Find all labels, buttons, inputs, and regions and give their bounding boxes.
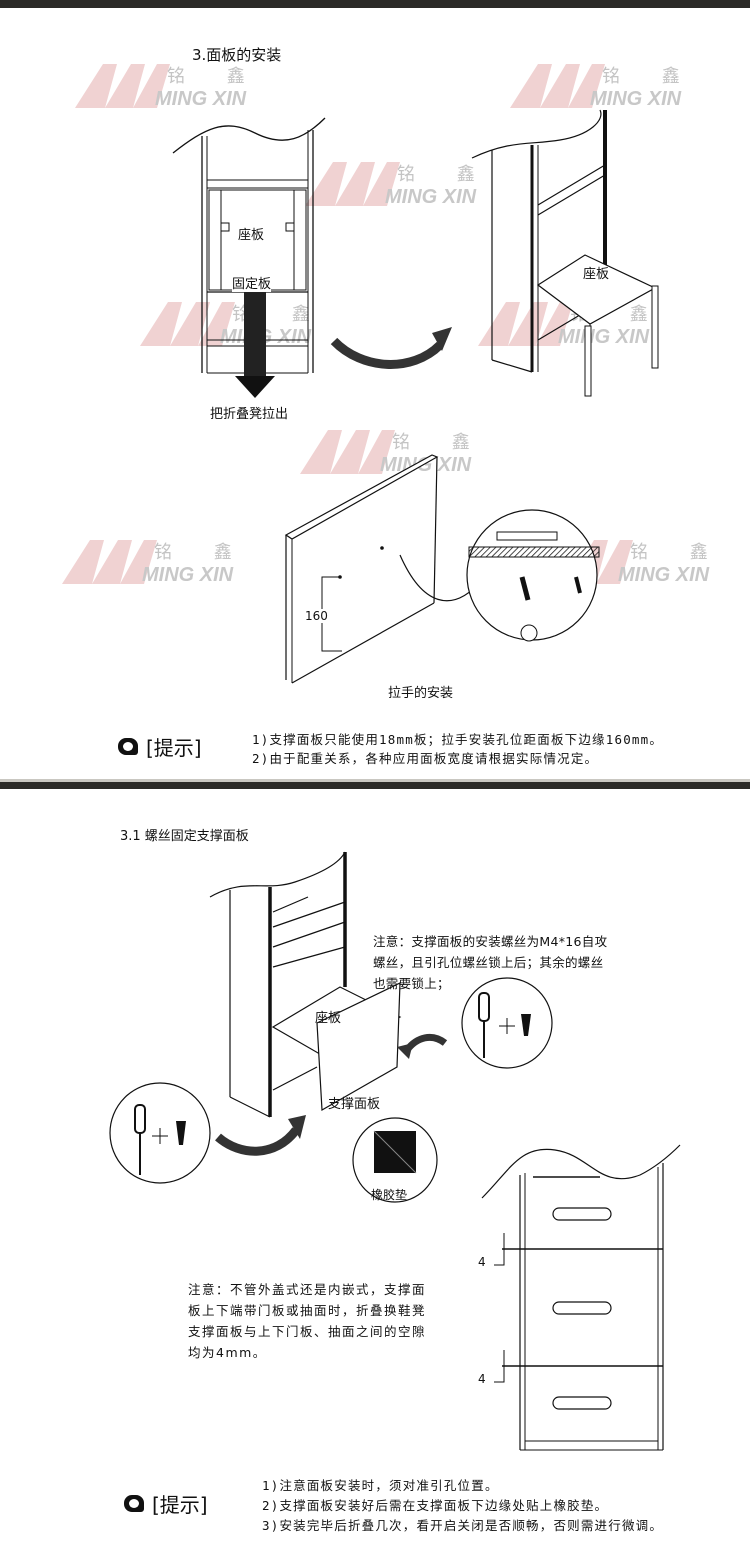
rubber-pad-detail [352,1117,438,1203]
note-line: 板上下端带门板或抽面时，折叠换鞋凳 [188,1303,427,1318]
mingxin-logo-icon [510,64,605,108]
drawer-cabinet-diagram [481,1144,681,1451]
tip-line: 3)安装完毕后折叠几次，看开启关闭是否顺畅，否则需进行微调。 [262,1518,664,1533]
gap-label: 4 [478,1255,486,1269]
tip-line: 2)由于配重关系，各种应用面板宽度请根据实际情况定。 [252,751,599,766]
note-line: 也需要锁上； [373,976,450,991]
curved-arrow-icon [330,327,452,369]
note-line: 支撑面板与上下门板、抽面之间的空隙 [188,1324,427,1339]
tips-title: [提示] [146,736,202,760]
note-screw-spec: 注意：支撑面板的安装螺丝为M4*16自攻 螺丝，且引孔位螺丝锁上后；其余的螺丝 … [373,931,607,994]
rubber-pad-label: 橡胶垫 [371,1188,408,1202]
tip-line: 1)注意面板安装时，须对准引孔位置。 [262,1478,499,1493]
tip-line: 1)支撑面板只能使用18mm板；拉手安装孔位距面板下边缘160mm。 [252,732,664,747]
section-title: 3.面板的安装 [192,46,282,64]
seat-label-right: 座板 [583,267,610,282]
note-line: 螺丝，且引孔位螺丝锁上后；其余的螺丝 [373,955,604,970]
screwdriver-screw-tools-icon [461,977,553,1069]
dimension-160: 160 [305,609,328,623]
gap-label: 4 [478,1372,486,1386]
top-divider-bar [0,0,750,8]
section-title: 3.1 螺丝固定支撑面板 [120,829,249,844]
cabinet-front-diagram [172,117,326,398]
curved-arrow-icon [215,1115,306,1156]
note-gap-spec: 注意：不管外盖式还是内嵌式，支撑面 板上下端带门板或抽面时，折叠换鞋凳 支撑面板… [188,1279,426,1363]
cabinet-isometric-diagram [471,109,659,397]
screwdriver-screw-tools-icon [109,1082,211,1184]
support-panel-label: 支撑面板 [328,1097,381,1112]
pull-out-caption: 把折叠凳拉出 [210,407,289,422]
tip-icon [124,1495,144,1512]
curved-arrow-icon [397,1033,448,1059]
divider-shadow [0,779,750,782]
fixed-board-label: 固定板 [232,273,272,292]
mingxin-logo-icon [62,540,157,584]
tip-icon [118,738,138,755]
support-panel-diagram [209,851,402,1118]
tips-title: [提示] [152,1493,208,1517]
tip-line: 2)支撑面板安装好后需在支撑面板下边缘处贴上橡胶垫。 [262,1498,609,1513]
watermark: 铭 鑫 MING XIN [62,538,282,598]
seat-label-s2: 座板 [315,1011,342,1026]
note-line: 注意：不管外盖式还是内嵌式，支撑面 [188,1282,427,1297]
mingxin-logo-icon [75,64,170,108]
note-line: 均为4mm。 [188,1345,267,1360]
section-divider-bar [0,782,750,789]
seat-label: 座板 [238,228,265,243]
watermark: 铭 鑫 MING XIN [75,62,295,122]
panel-handle-diagram [284,454,600,684]
note-line: 注意：支撑面板的安装螺丝为M4*16自攻 [373,934,608,949]
handle-install-caption: 拉手的安装 [388,686,454,701]
